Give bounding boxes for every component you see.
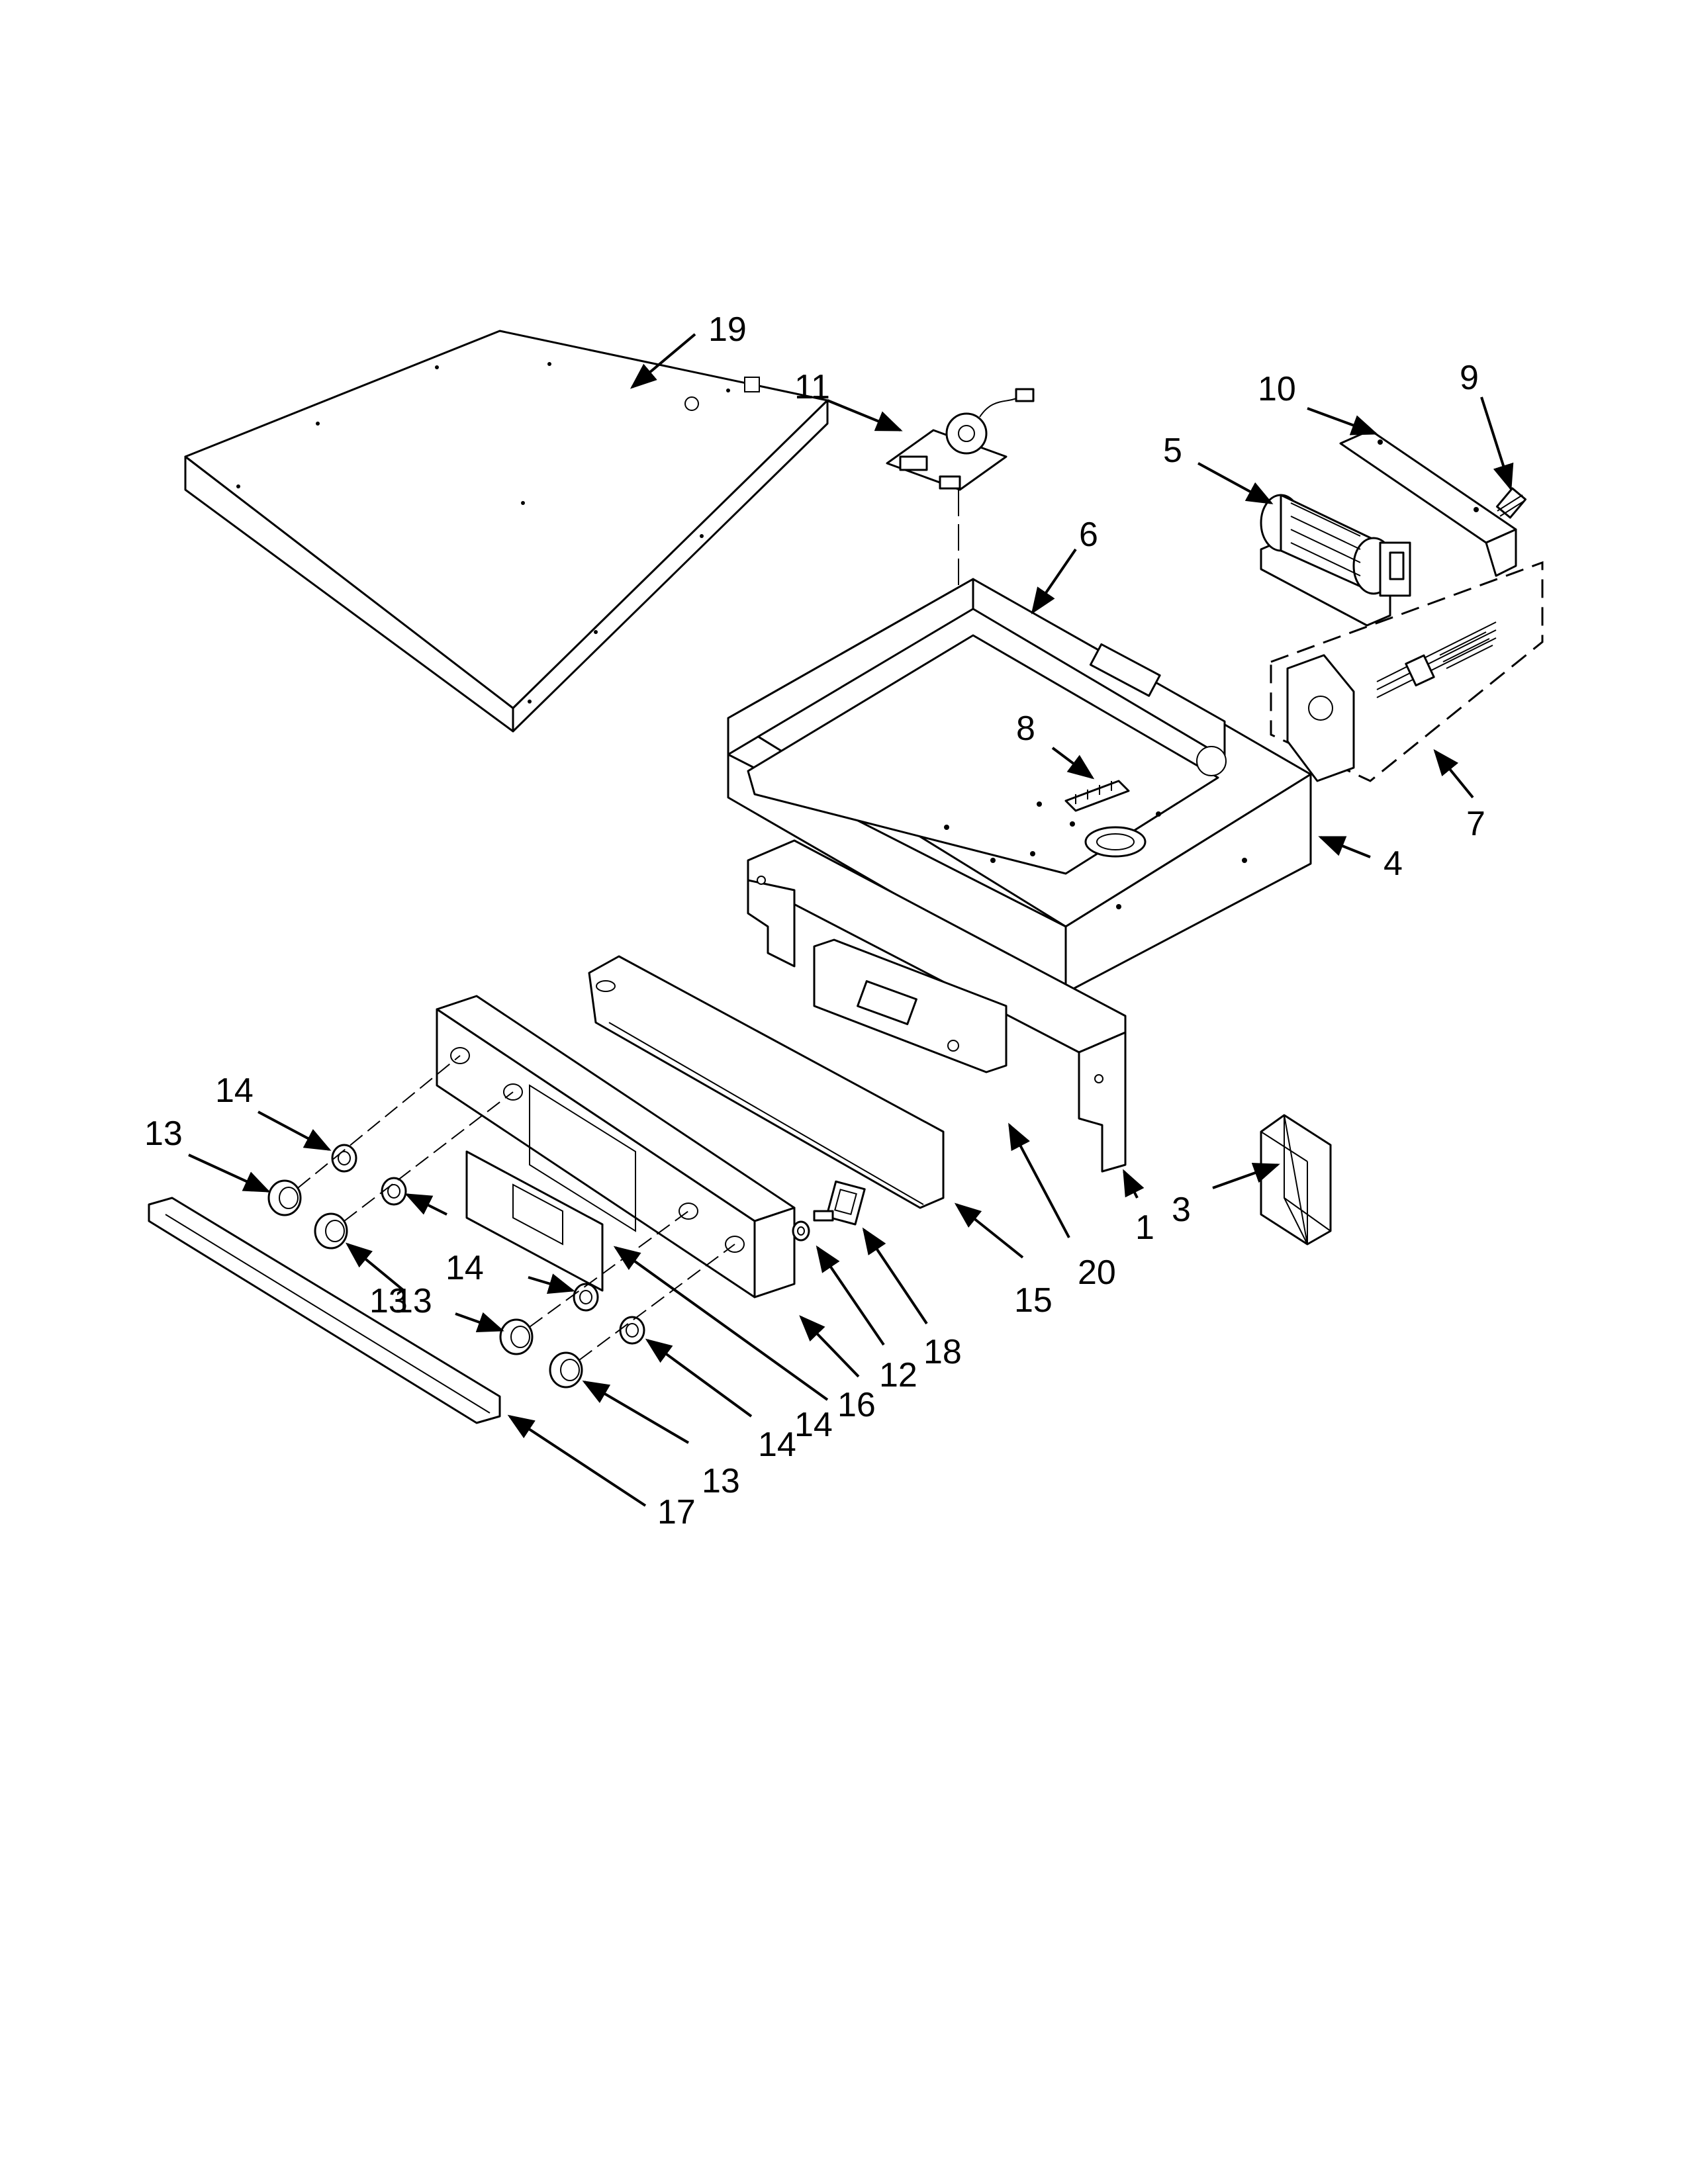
convection-blower	[1260, 494, 1411, 627]
callout-17: 3	[1172, 1191, 1191, 1229]
display-board	[813, 938, 1008, 1073]
nut	[792, 1220, 810, 1242]
callout-20: 15	[1014, 1281, 1053, 1320]
callout-8: 8	[1016, 709, 1035, 748]
knob-lower	[549, 1351, 583, 1388]
knob-center	[499, 1318, 534, 1355]
callout-14-lower: 14	[758, 1426, 796, 1464]
display-window	[465, 1150, 604, 1292]
cover-box	[1260, 1114, 1332, 1246]
callout-14-center: 14	[445, 1249, 484, 1287]
bezel-center	[573, 1283, 599, 1312]
callout-3: 1	[1135, 1208, 1154, 1247]
callout-15: 18	[923, 1333, 962, 1371]
callout-12: 16	[837, 1386, 876, 1424]
control-panel-faceplate	[436, 995, 796, 1298]
callout-5: 5	[1163, 432, 1182, 470]
callout-13-lower: 13	[702, 1462, 740, 1500]
callout-4: 4	[1383, 844, 1403, 883]
panel-support-bracket	[588, 955, 945, 1209]
bezel-lower	[619, 1316, 645, 1345]
control-panel-backing	[747, 839, 1127, 1173]
callout-1: 20	[1078, 1253, 1116, 1292]
knob-mid-left	[314, 1212, 348, 1250]
callout-14-upper-left: 14	[215, 1071, 254, 1110]
bezel-mid-left	[381, 1177, 407, 1206]
top-cover-panel	[184, 330, 829, 733]
terminal-block	[1064, 780, 1130, 812]
callout-7: 7	[1466, 805, 1485, 843]
callout-18: 12	[879, 1356, 917, 1394]
wire-harness-assembly	[1270, 561, 1544, 782]
callout-labels: 19 11 10 9 5 6 8 7 4 14 13 14 13 14 13 1…	[144, 310, 1485, 1531]
trim-strip	[148, 1197, 501, 1424]
callout-19: 19	[708, 310, 747, 349]
callout-14-mid: 13	[369, 1282, 408, 1320]
screw	[1495, 487, 1527, 519]
knob-alignment-lines	[297, 1055, 735, 1361]
bezel-upper-left	[331, 1144, 357, 1173]
callout-13-mid: 13	[394, 1282, 432, 1320]
callout-2: 17	[657, 1493, 696, 1531]
callout-6: 6	[1079, 516, 1098, 554]
callout-10: 10	[1258, 370, 1296, 408]
switch	[813, 1180, 866, 1226]
callout-11: 11	[794, 368, 830, 406]
callout-9: 9	[1460, 359, 1479, 397]
callout-13-upper-left: 13	[144, 1115, 183, 1153]
callout-16: 14	[794, 1406, 833, 1444]
main-housing-box	[727, 578, 1312, 994]
knob-upper-left	[267, 1179, 302, 1216]
leader-lines	[188, 333, 1514, 1507]
